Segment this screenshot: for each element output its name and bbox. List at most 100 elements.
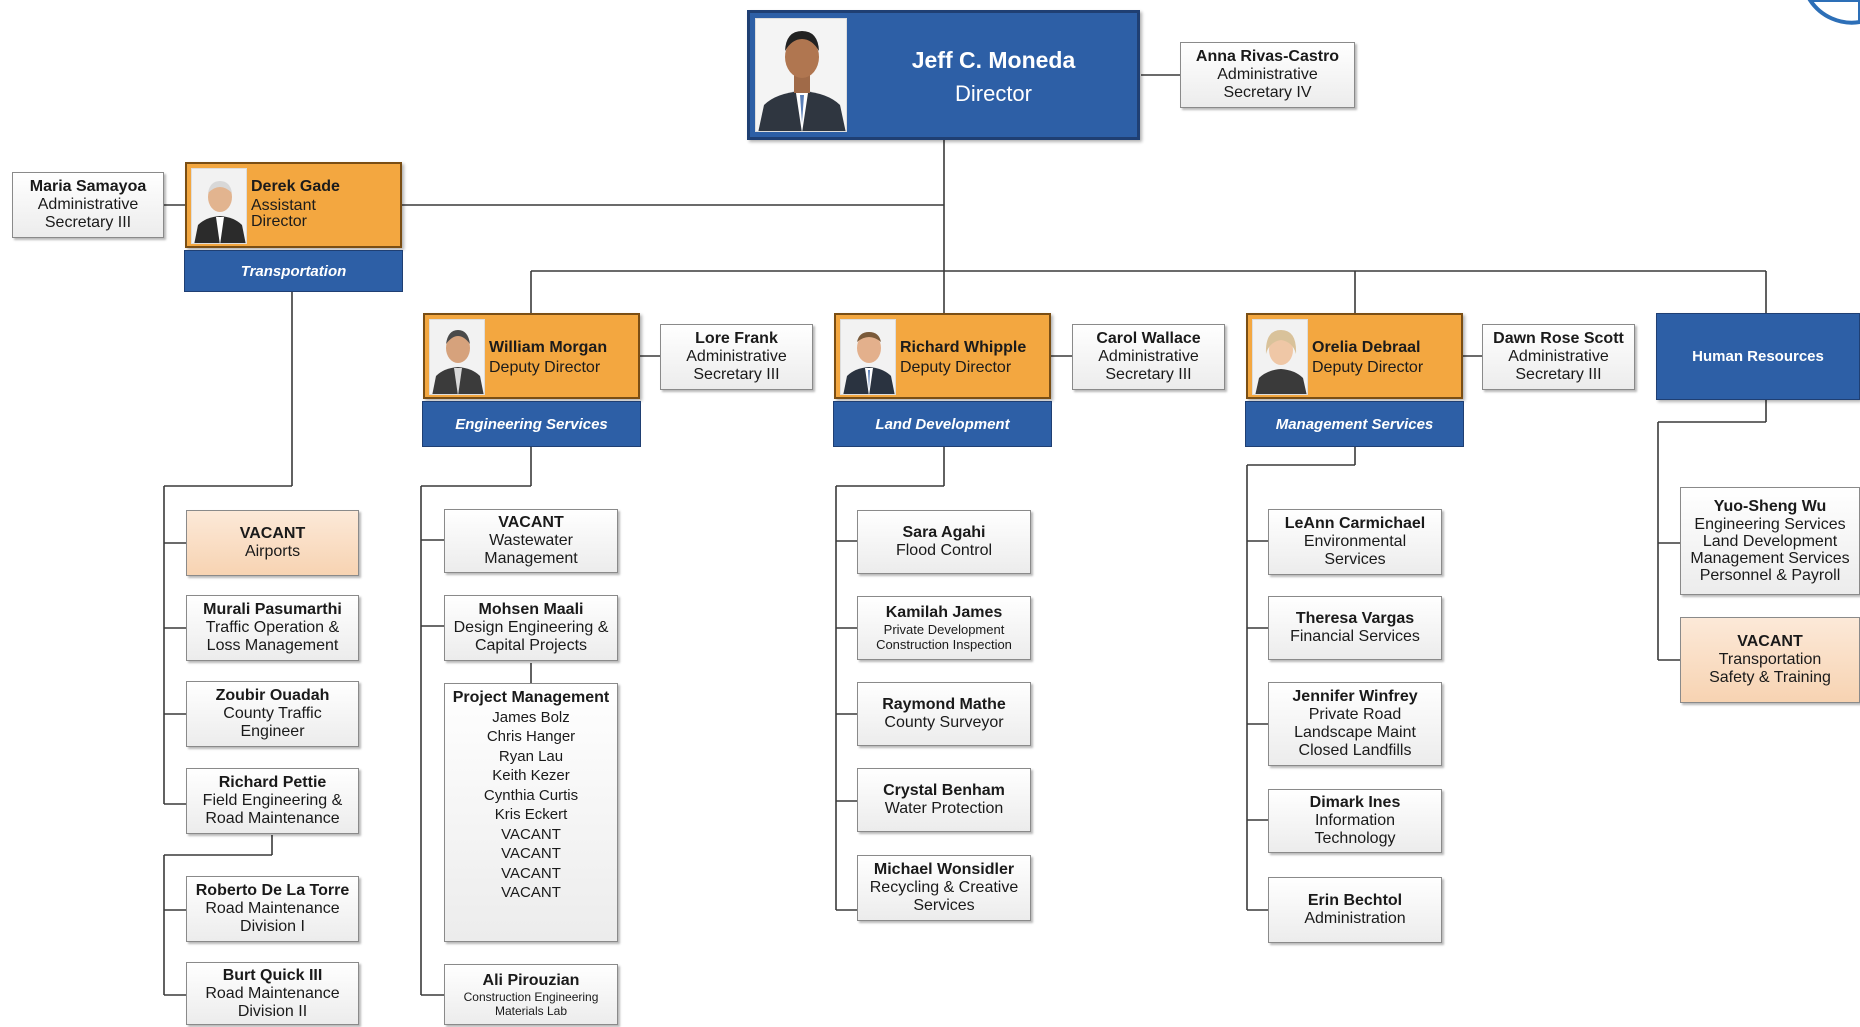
- unit-title: Capital Projects: [474, 637, 588, 654]
- unit-name: Zoubir Ouadah: [215, 687, 330, 704]
- unit-card[interactable]: Zoubir Ouadah County Traffic Engineer: [186, 681, 359, 747]
- deputy-title: Deputy Director: [489, 359, 601, 376]
- dept-management-services[interactable]: Management Services: [1245, 401, 1464, 447]
- unit-card[interactable]: LeAnn Carmichael Environmental Services: [1268, 509, 1442, 575]
- person-icon: [1253, 320, 1307, 394]
- unit-card[interactable]: Jennifer Winfrey Private Road Landscape …: [1268, 682, 1442, 766]
- unit-title: Loss Management: [206, 637, 339, 654]
- member-name: Chris Hanger: [486, 728, 576, 745]
- unit-name: Erin Bechtol: [1307, 892, 1403, 909]
- unit-title: Division II: [237, 1002, 308, 1020]
- unit-card[interactable]: Mohsen Maali Design Engineering & Capita…: [444, 595, 618, 661]
- unit-name: Jennifer Winfrey: [1292, 688, 1418, 705]
- hr-label: Human Resources: [1692, 348, 1824, 365]
- director-secretary-card[interactable]: Anna Rivas-Castro Administrative Secreta…: [1180, 42, 1355, 108]
- unit-card[interactable]: Sara Agahi Flood Control: [857, 510, 1031, 574]
- unit-title: Recycling & Creative: [869, 879, 1019, 896]
- unit-name: Murali Pasumarthi: [203, 601, 342, 618]
- unit-title: County Surveyor: [884, 714, 1004, 731]
- unit-card[interactable]: Dimark Ines Information Technology: [1268, 789, 1442, 853]
- director-card[interactable]: Jeff C. Moneda Director: [747, 10, 1140, 140]
- dept-land-development[interactable]: Land Development: [833, 401, 1052, 447]
- deputy-secretary-card[interactable]: Lore Frank Administrative Secretary III: [660, 324, 813, 390]
- member-name: Keith Kezer: [492, 767, 570, 784]
- person-title: Secretary IV: [1223, 84, 1312, 101]
- person-title: Administrative: [37, 196, 139, 213]
- unit-card[interactable]: VACANT Airports: [186, 510, 359, 576]
- unit-card[interactable]: Raymond Mathe County Surveyor: [857, 682, 1031, 746]
- unit-title: Flood Control: [895, 542, 993, 559]
- member-name: Cynthia Curtis: [483, 786, 579, 804]
- assistant-secretary-card[interactable]: Maria Samayoa Administrative Secretary I…: [12, 172, 164, 238]
- dept-engineering-services[interactable]: Engineering Services: [422, 401, 641, 447]
- deputy-card-engineering[interactable]: William Morgan Deputy Director: [423, 313, 640, 399]
- unit-title: Environmental: [1303, 533, 1407, 550]
- unit-name: VACANT: [498, 514, 564, 531]
- director-name: Jeff C. Moneda: [911, 47, 1076, 73]
- person-title: Administrative: [1217, 66, 1318, 83]
- unit-title: Construction Inspection: [876, 637, 1012, 652]
- deputy-title: Deputy Director: [1312, 359, 1424, 376]
- unit-name: Michael Wonsidler: [873, 861, 1015, 878]
- unit-name: Burt Quick III: [222, 966, 323, 984]
- unit-name: LeAnn Carmichael: [1284, 515, 1426, 532]
- dept-label: Land Development: [875, 415, 1010, 433]
- unit-title: Engineering Services: [1694, 516, 1846, 533]
- unit-name: Yuo-Sheng Wu: [1713, 498, 1827, 515]
- human-resources-card[interactable]: Human Resources: [1656, 313, 1860, 400]
- unit-title: Services: [913, 897, 975, 914]
- unit-card[interactable]: Roberto De La Torre Road Maintenance Div…: [186, 876, 359, 942]
- unit-card[interactable]: Erin Bechtol Administration: [1268, 877, 1442, 943]
- assistant-director-card[interactable]: Derek Gade Assistant Director: [185, 162, 402, 248]
- deputy-card-management[interactable]: Orelia Debraal Deputy Director: [1246, 313, 1463, 399]
- unit-title: Personnel & Payroll: [1699, 567, 1841, 584]
- deputy-photo: [840, 319, 896, 395]
- dept-transportation[interactable]: Transportation: [184, 250, 403, 292]
- unit-title: Services: [1324, 551, 1386, 568]
- unit-card[interactable]: Yuo-Sheng Wu Engineering Services Land D…: [1680, 487, 1860, 595]
- unit-card[interactable]: Theresa Vargas Financial Services: [1268, 596, 1442, 660]
- deputy-secretary-card[interactable]: Carol Wallace Administrative Secretary I…: [1072, 324, 1225, 390]
- unit-name: Dimark Ines: [1309, 794, 1401, 811]
- person-icon: [192, 169, 246, 243]
- unit-name: VACANT: [239, 525, 306, 542]
- unit-title: County Traffic: [223, 705, 322, 722]
- unit-title: Land Development: [1702, 533, 1838, 550]
- unit-card[interactable]: Crystal Benham Water Protection: [857, 768, 1031, 832]
- unit-title: Financial Services: [1290, 628, 1420, 645]
- dept-label: Transportation: [240, 262, 347, 280]
- unit-name: Kamilah James: [885, 604, 1003, 621]
- project-management-card[interactable]: Project Management James Bolz Chris Hang…: [444, 683, 618, 942]
- unit-card[interactable]: VACANT Wastewater Management: [444, 509, 618, 573]
- person-name: Anna Rivas-Castro: [1195, 48, 1340, 65]
- unit-title: Materials Lab: [494, 1003, 568, 1018]
- unit-title: Technology: [1314, 830, 1396, 847]
- person-icon: [756, 19, 846, 131]
- person-title: Administrative: [686, 348, 787, 365]
- member-name: VACANT: [501, 825, 561, 843]
- person-title: Secretary III: [1105, 366, 1192, 383]
- unit-card[interactable]: Michael Wonsidler Recycling & Creative S…: [857, 855, 1031, 921]
- unit-card[interactable]: Murali Pasumarthi Traffic Operation & Lo…: [186, 595, 359, 661]
- unit-title: Management: [484, 550, 578, 567]
- unit-card[interactable]: Burt Quick III Road Maintenance Division…: [186, 962, 359, 1025]
- member-name: Kris Eckert: [494, 806, 568, 823]
- unit-name: Ali Pirouzian: [482, 971, 580, 989]
- unit-title: Construction Engineering: [463, 989, 599, 1004]
- member-name: VACANT: [501, 845, 561, 862]
- member-name: VACANT: [501, 864, 561, 882]
- dept-label: Engineering Services: [455, 415, 608, 433]
- unit-name: Roberto De La Torre: [195, 882, 350, 899]
- deputy-secretary-card[interactable]: Dawn Rose Scott Administrative Secretary…: [1482, 324, 1635, 390]
- unit-title: Administration: [1304, 910, 1406, 927]
- deputy-card-land[interactable]: Richard Whipple Deputy Director: [834, 313, 1051, 399]
- unit-card[interactable]: Richard Pettie Field Engineering & Road …: [186, 768, 359, 834]
- dept-label: Management Services: [1275, 415, 1434, 433]
- unit-title: Road Maintenance: [205, 900, 340, 917]
- unit-card[interactable]: Ali Pirouzian Construction Engineering M…: [444, 964, 618, 1025]
- unit-title: Design Engineering &: [453, 619, 609, 636]
- assistant-title: Assistant Director: [251, 198, 398, 230]
- unit-title: Traffic Operation &: [205, 619, 340, 636]
- unit-card[interactable]: VACANT Transportation Safety & Training: [1680, 617, 1860, 703]
- unit-card[interactable]: Kamilah James Private Development Constr…: [857, 596, 1031, 660]
